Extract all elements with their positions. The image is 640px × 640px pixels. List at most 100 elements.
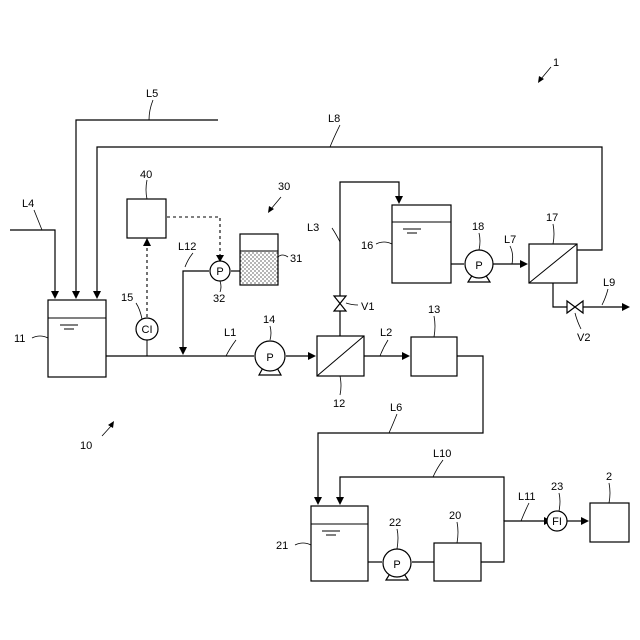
label-31: 31 (290, 253, 302, 265)
label-L2: L2 (380, 327, 392, 339)
leader-L7 (510, 246, 513, 264)
arrow-L8 (93, 291, 101, 299)
leader-31 (278, 255, 288, 257)
pipe-20-out (481, 521, 546, 562)
label-12: 12 (333, 398, 345, 410)
pipe-L3-b (340, 182, 399, 296)
arrow-L1 (308, 352, 316, 360)
label-17: 17 (546, 212, 558, 224)
dosing-pump-symbol: P (216, 266, 223, 278)
leader-L10 (433, 460, 443, 477)
ci-sensor-symbol: CI (142, 324, 153, 336)
label-system-30: 30 (278, 181, 290, 193)
label-18: 18 (472, 221, 484, 233)
label-23: 23 (551, 481, 563, 493)
leader-L3 (332, 228, 340, 242)
label-16: 16 (361, 240, 373, 252)
label-L5: L5 (146, 88, 158, 100)
pipe-L4 (10, 230, 55, 293)
label-L10: L10 (433, 448, 451, 460)
pump-18: P (465, 250, 493, 282)
ref-arrow-1 (541, 67, 551, 79)
leader-L2 (380, 340, 388, 356)
leader-L5 (149, 100, 153, 120)
label-system-10: 10 (80, 440, 92, 452)
label-L7: L7 (504, 234, 516, 246)
label-L8: L8 (328, 113, 340, 125)
leader-16 (376, 242, 392, 244)
label-2: 2 (606, 471, 612, 483)
fi-sensor-23: FI (547, 511, 567, 531)
leader-V2 (575, 313, 581, 329)
leader-L12 (185, 253, 193, 267)
leader-13 (434, 316, 435, 337)
label-32: 32 (213, 293, 225, 305)
leader-11 (32, 336, 48, 338)
leader-40 (146, 180, 147, 199)
signal-arrow-40 (143, 238, 151, 246)
pump-22-symbol: P (393, 559, 400, 571)
label-L12: L12 (178, 241, 196, 253)
leader-15 (136, 303, 142, 319)
label-L4: L4 (22, 198, 34, 210)
pump-22: P (383, 549, 411, 580)
leader-L1 (226, 340, 236, 356)
label-14: 14 (263, 314, 275, 326)
label-L3: L3 (307, 222, 319, 234)
label-22: 22 (389, 517, 401, 529)
label-15: 15 (121, 292, 133, 304)
arrow-L12 (179, 347, 187, 355)
label-11: 11 (14, 333, 25, 345)
arrow-L9 (622, 303, 630, 311)
leader-14 (270, 326, 271, 340)
valve-V2 (567, 301, 583, 313)
dosing-pump-32: P (210, 261, 230, 281)
arrow-L5 (72, 291, 80, 299)
membrane-17 (529, 244, 577, 283)
membrane-12 (317, 336, 364, 376)
tank-16 (392, 205, 451, 283)
pipe-L8 (97, 147, 602, 293)
fi-sensor-symbol: FI (552, 516, 562, 528)
unit-13 (411, 337, 457, 376)
leader-L6 (389, 414, 397, 433)
tank-21 (311, 506, 368, 581)
label-system-1: 1 (553, 57, 559, 69)
label-20: 20 (449, 510, 461, 522)
tank-11 (48, 300, 106, 377)
leader-2 (609, 483, 610, 503)
ci-sensor-15: CI (136, 318, 158, 340)
pump-18-symbol: P (475, 260, 482, 272)
leader-L9 (602, 289, 608, 305)
label-L9: L9 (603, 277, 615, 289)
leader-L8 (330, 125, 340, 147)
ref-arrowhead-10 (108, 421, 114, 428)
label-V1: V1 (361, 301, 374, 313)
label-21: 21 (276, 540, 288, 552)
label-L11: L11 (518, 491, 536, 503)
dosing-tank-31 (240, 234, 278, 285)
controller-40 (127, 199, 166, 238)
leader-21 (295, 543, 311, 545)
leader-20 (457, 522, 458, 543)
leader-L4 (34, 210, 42, 230)
arrow-L4 (51, 291, 59, 299)
leader-12 (340, 376, 341, 395)
leader-18 (479, 233, 480, 250)
leader-L11 (521, 503, 529, 521)
pump-14-symbol: P (266, 352, 273, 364)
label-40: 40 (140, 169, 152, 181)
arrow-L3 (395, 196, 403, 204)
arrow-L6 (314, 497, 322, 505)
arrow-L10 (336, 497, 344, 505)
leader-17 (553, 224, 554, 244)
ref-arrow-10 (102, 425, 112, 436)
destination-2 (590, 503, 629, 542)
pipe-L12 (183, 271, 209, 349)
pump-14: P (255, 341, 285, 375)
label-L6: L6 (390, 402, 402, 414)
unit-20 (434, 543, 481, 581)
label-V2: V2 (577, 332, 590, 344)
